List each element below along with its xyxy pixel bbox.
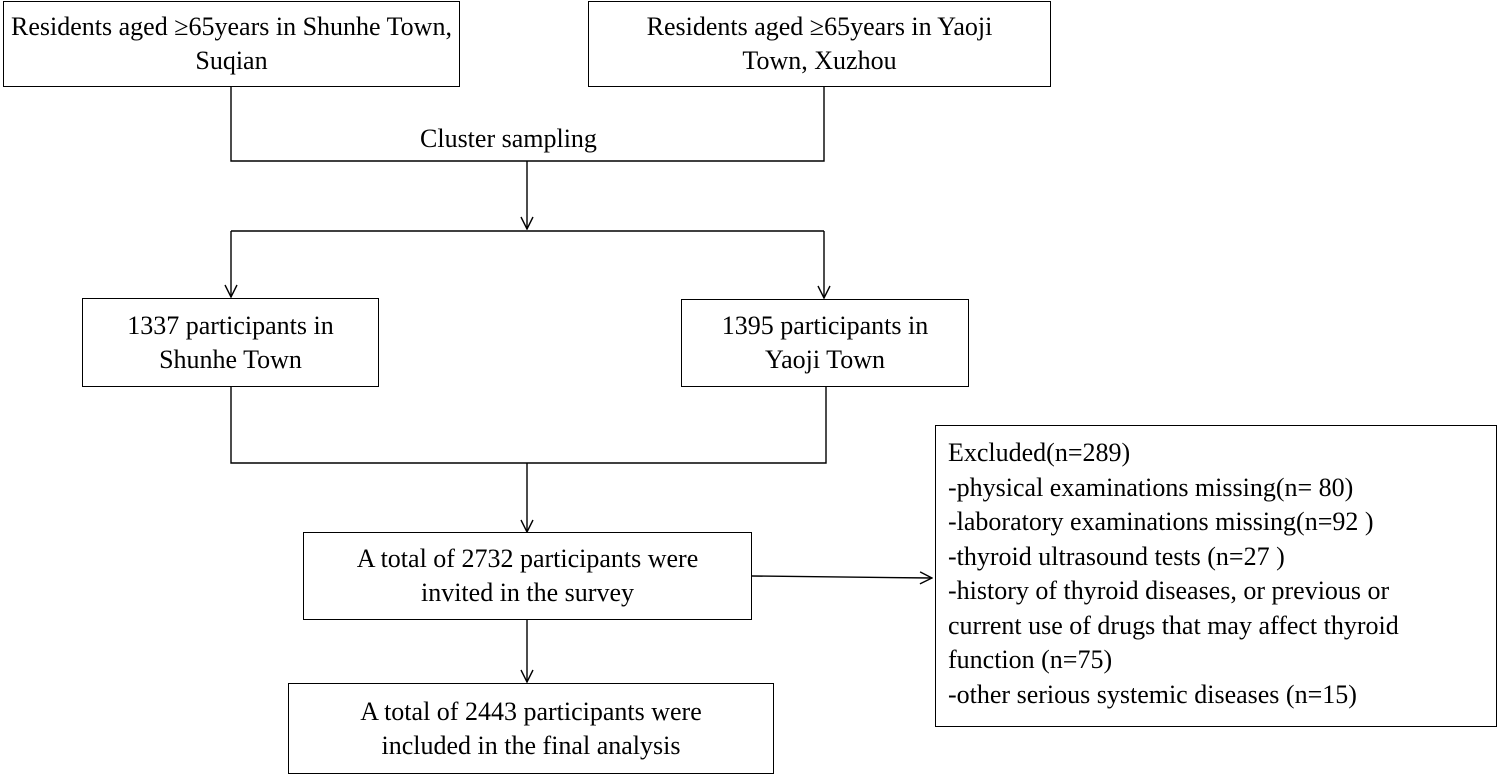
final-analysis-box: A total of 2443 participants were includ… [288,683,774,774]
arrow-to-excluded [751,576,932,578]
participants-yaoji-box: 1395 participants in Yaoji Town [681,299,969,387]
cluster-sampling-label: Cluster sampling [420,124,597,153]
source-yaoji-text: Residents aged ≥65years in Yaoji Town, X… [646,12,993,75]
excluded-header: Excluded(n=289) [948,438,1131,467]
exclusion-reason: -other serious systemic diseases (n=15) [948,679,1357,709]
exclusion-reason: function (n=75) [948,645,1113,674]
source-shunhe-text: Residents aged ≥65years in Shunhe Town, … [11,12,452,75]
exclusion-reason: current use of drugs that may affect thy… [948,610,1399,640]
exclusion-reason: -laboratory examinations missing(n=92 ) [948,507,1374,536]
source-shunhe-box: Residents aged ≥65years in Shunhe Town, … [3,1,460,87]
excluded-box: Excluded(n=289) -physical examinations m… [935,425,1497,727]
participants-shunhe-text: 1337 participants in Shunhe Town [127,310,334,374]
participants-yaoji-text: 1395 participants in Yaoji Town [721,311,929,374]
invited-box: A total of 2732 participants were invite… [303,532,752,620]
final-analysis-text: A total of 2443 participants were includ… [360,696,702,760]
exclusion-reason: -thyroid ultrasound tests (n=27 ) [948,541,1285,571]
exclusion-reason: -history of thyroid diseases, or previou… [948,576,1390,605]
exclusion-reason: -physical examinations missing(n= 80) [948,472,1354,502]
participants-shunhe-box: 1337 participants in Shunhe Town [82,298,379,387]
invited-text: A total of 2732 participants were invite… [356,544,699,607]
merge-line-participants [230,386,827,464]
source-yaoji-box: Residents aged ≥65years in Yaoji Town, X… [588,1,1051,87]
